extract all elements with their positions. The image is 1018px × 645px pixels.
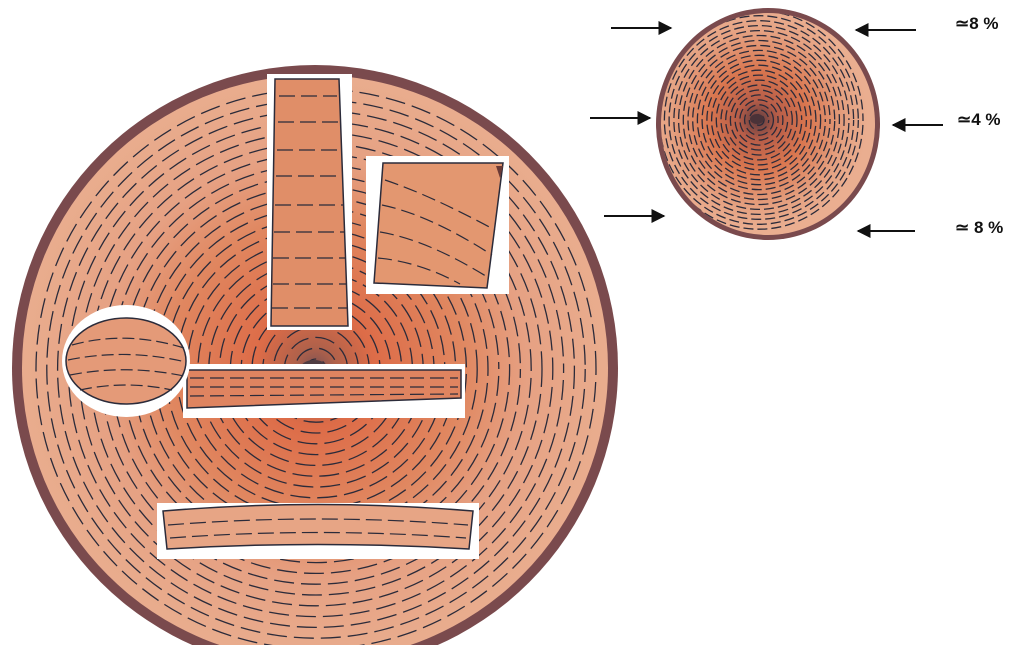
round-piece-distorted	[62, 305, 190, 417]
tangential-board	[157, 503, 479, 559]
tangential-board-shape	[163, 505, 473, 550]
large-log-cross-section	[12, 65, 618, 645]
small-log-pith	[750, 114, 764, 124]
small-log-cross-section	[655, 8, 880, 240]
shrinkage-label-top: ≃8 %	[955, 14, 999, 33]
square-piece-distorted	[366, 156, 509, 294]
square-piece-shape	[374, 163, 503, 288]
radial-board-vertical	[267, 74, 352, 330]
shrinkage-label-bottom: ≃ 8 %	[955, 218, 1003, 237]
radial-board-vertical-shape	[271, 79, 348, 326]
shrinkage-label-middle: ≃4 %	[957, 110, 1001, 129]
radial-board-horizontal	[183, 364, 465, 418]
round-piece-shape	[66, 318, 186, 404]
